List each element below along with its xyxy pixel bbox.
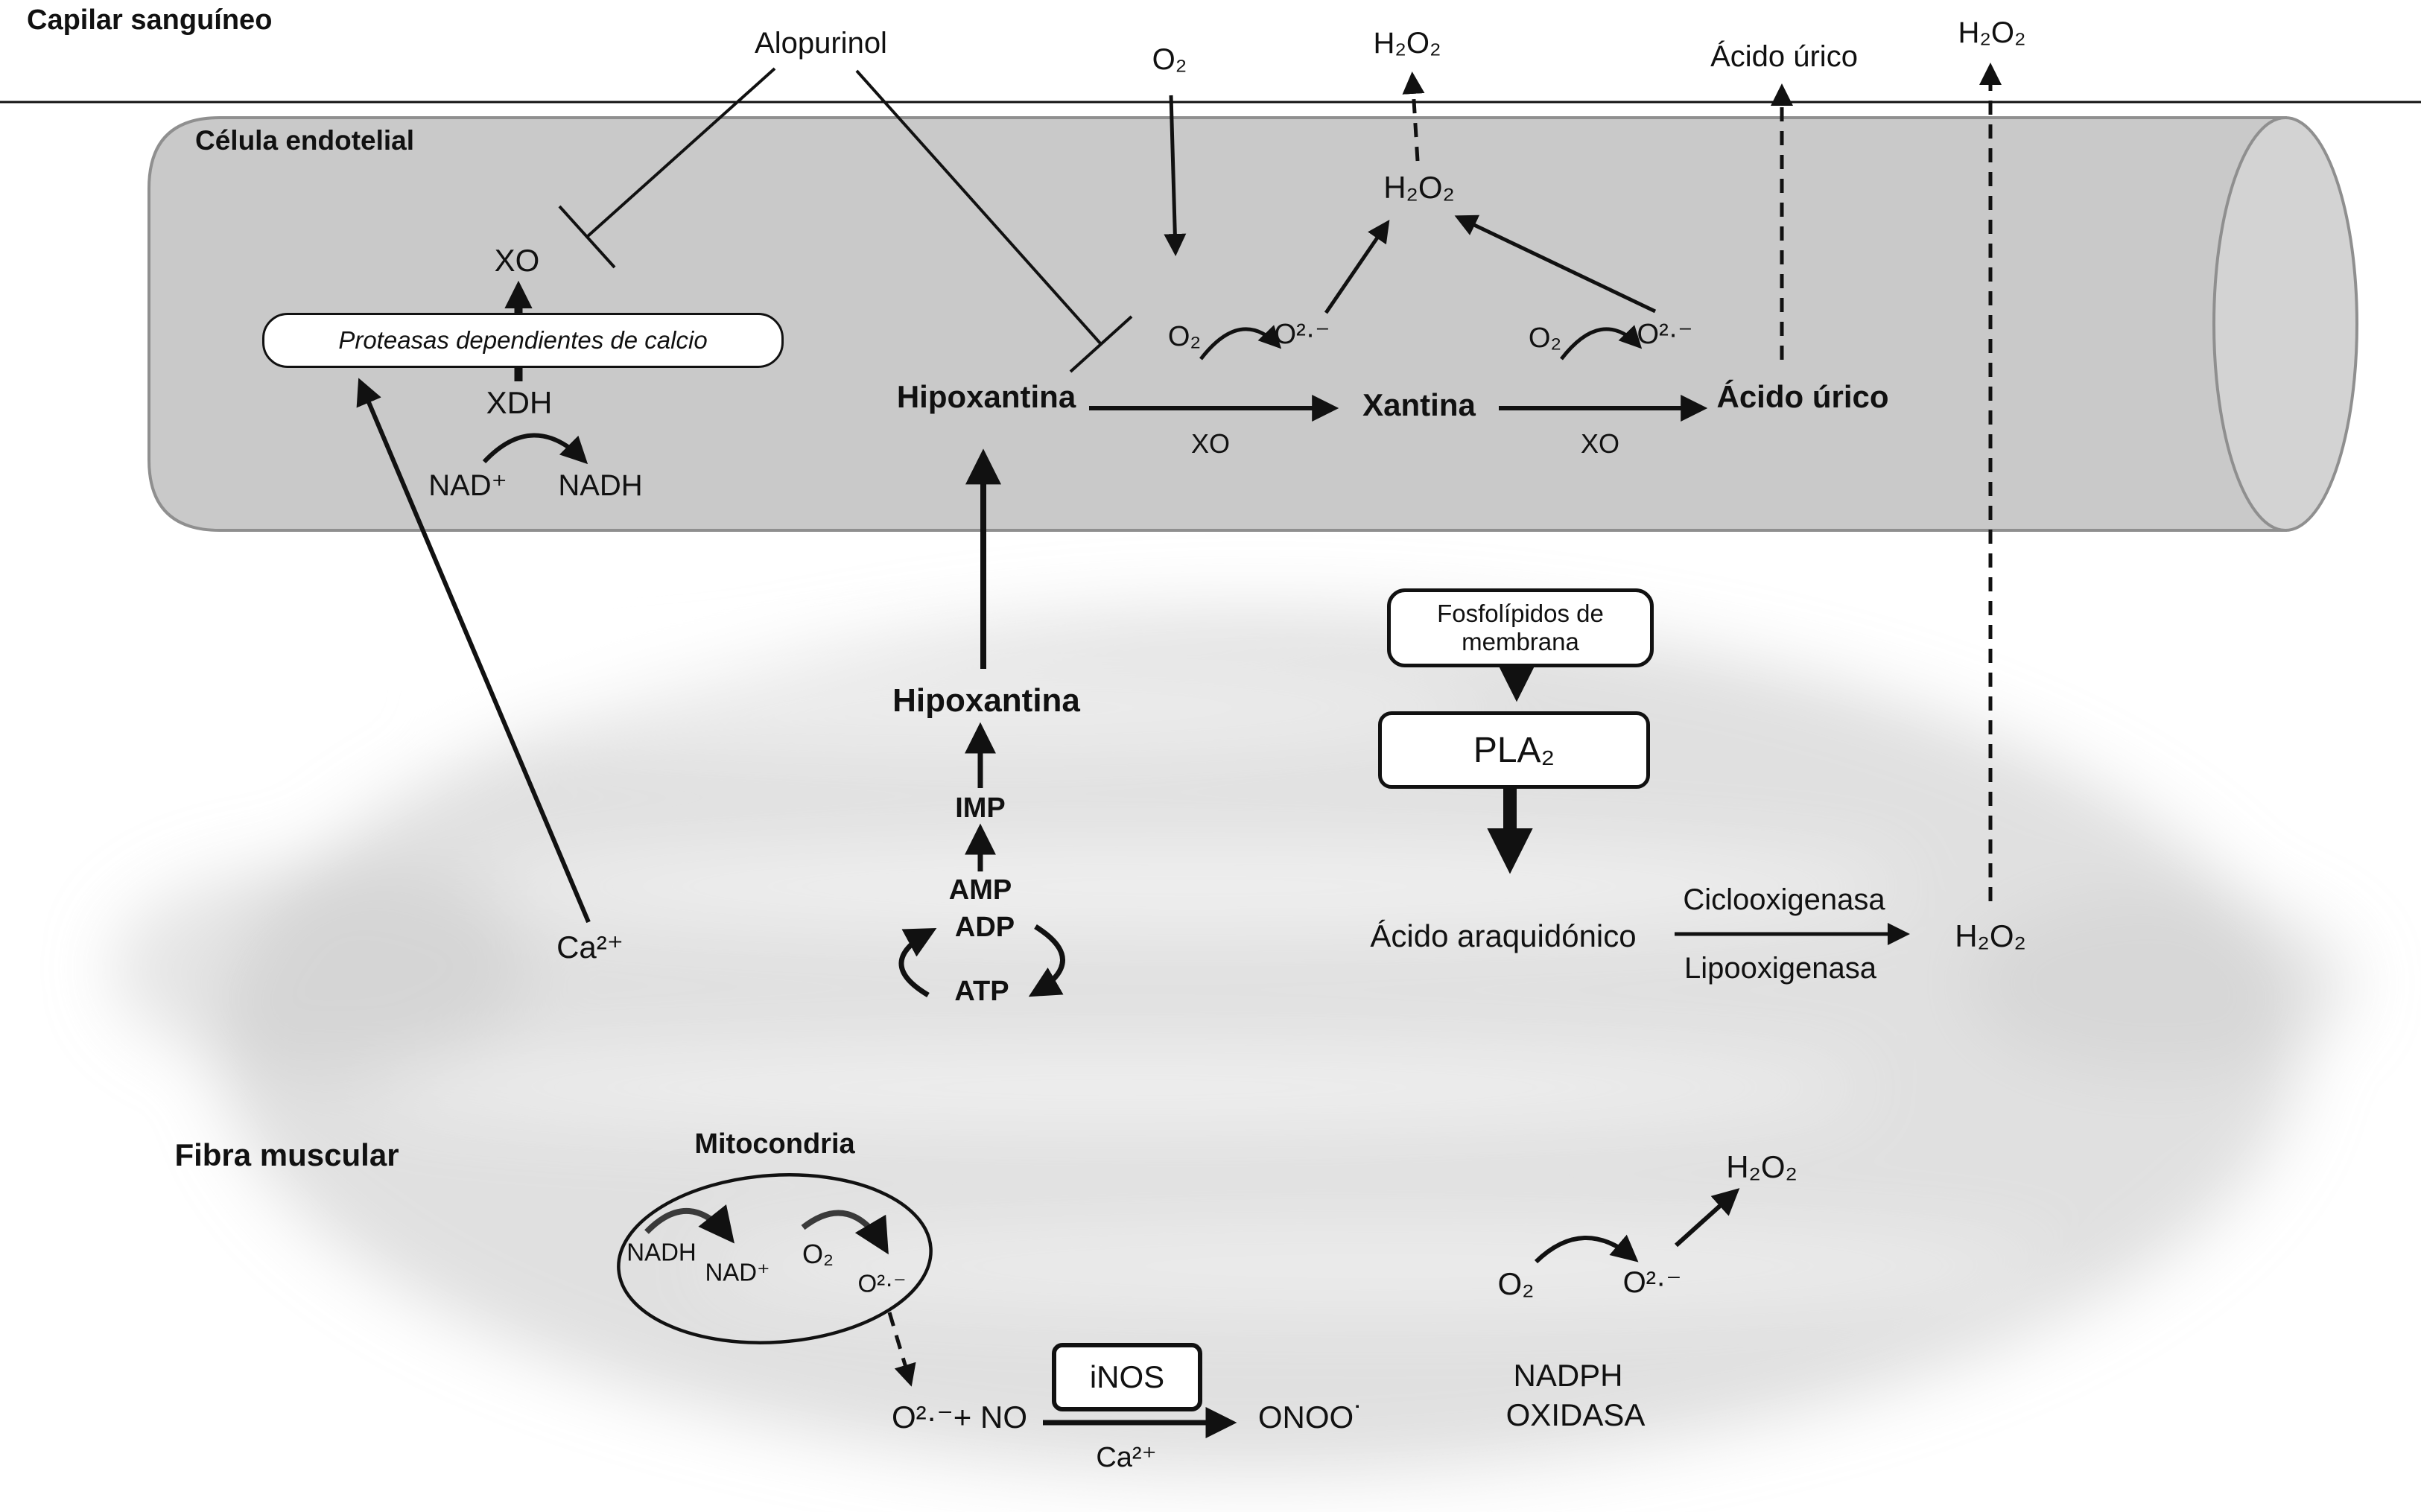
mito-superoxido-label: O²·⁻ — [857, 1269, 907, 1297]
xdh-label: XDH — [486, 384, 553, 420]
atp-label: ATP — [954, 976, 1009, 1008]
alopurinol-inhibit-reaction-line — [855, 69, 1102, 346]
capillary-title: Capilar sanguíneo — [27, 4, 273, 36]
nadph-o2-label: O₂ — [1497, 1265, 1535, 1301]
acido-urico-top-label: Ácido úrico — [1710, 40, 1858, 73]
arrows — [356, 63, 2002, 1438]
superoxido-reaction1-label: O²·⁻ — [1274, 319, 1330, 351]
ciclooxigenasa-label: Ciclooxigenasa — [1683, 883, 1885, 916]
nad-label: NAD⁺ — [428, 469, 507, 502]
proteasas-label: Proteasas dependientes de calcio — [338, 326, 708, 354]
o2-reaction2-label: O₂ — [1528, 323, 1562, 355]
xo2-label: XO — [1580, 428, 1620, 460]
nadph-h2o2-label: H₂O₂ — [1726, 1149, 1797, 1184]
h2o2-top-label: H₂O₂ — [1373, 27, 1441, 60]
mito-nadh-label: NADH — [626, 1238, 697, 1266]
o2-superoxido-arc-2 — [1560, 325, 1643, 360]
h2o2-top-right-label: H₂O₂ — [1958, 16, 2026, 49]
endothelial-cell-label: Célula endotelial — [195, 125, 415, 156]
superoxido-no-label: O²·⁻+ NO — [891, 1399, 1028, 1435]
alopurinol-inhibit-xo-bar — [558, 205, 616, 269]
lipooxigenasa-label: Lipooxigenasa — [1684, 952, 1876, 985]
nadh-label: NADH — [558, 469, 643, 502]
xantina-label: Xantina — [1362, 387, 1476, 422]
nadph-label-line1: NADPH — [1513, 1357, 1623, 1393]
inos-label: iNOS — [1089, 1359, 1165, 1394]
alopurinol-label: Alopurinol — [755, 27, 887, 60]
ca-label: Ca²⁺ — [556, 929, 624, 965]
h2o2-cell-label: H₂O₂ — [1383, 169, 1455, 205]
acido-urico-cell-label: Ácido úrico — [1716, 378, 1889, 414]
proteasas-box: Proteasas dependientes de calcio — [262, 313, 784, 368]
o2-top-label: O₂ — [1152, 43, 1187, 76]
fosfolipidos-label-line2: membrana — [1462, 628, 1579, 655]
inos-box: iNOS — [1052, 1343, 1202, 1411]
mitochondria-ellipse — [617, 1173, 933, 1344]
h2o2-mid-label: H₂O₂ — [1955, 918, 2026, 953]
mito-nadh-arc — [644, 1204, 734, 1244]
nadph-superoxido-to-h2o2-arrow — [1674, 1188, 1740, 1248]
xo-left-label: XO — [494, 242, 540, 278]
pla2-box: PLA₂ — [1378, 711, 1650, 789]
alopurinol-inhibit-reaction-bar — [1069, 315, 1133, 373]
muscle-fiber-shape — [112, 611, 2354, 1475]
acido-araquidonico-label: Ácido araquidónico — [1370, 918, 1637, 953]
o2-entry-arrow — [1164, 95, 1187, 256]
amp-label: AMP — [948, 874, 1012, 906]
hipoxantina-muscle-label: Hipoxantina — [892, 682, 1080, 719]
fosfolipidos-label-line1: Fosfolípidos de — [1437, 600, 1604, 627]
superoxido-reaction2-label: O²·⁻ — [1637, 319, 1693, 351]
adp-label: ADP — [954, 912, 1015, 944]
nadph-o2-arc — [1534, 1234, 1639, 1264]
atp-adp-cycle-left — [898, 928, 937, 998]
capillary-cylinder-cap — [2212, 116, 2358, 532]
hipoxantina-cell-label: Hipoxantina — [896, 378, 1076, 414]
ca-to-proteasas-arrow — [356, 378, 591, 924]
superoxido2-to-h2o2-arrow — [1454, 215, 1657, 314]
imp-label: IMP — [955, 792, 1006, 825]
capillary-cylinder — [147, 116, 2287, 532]
adp-atp-cycle-right — [1028, 924, 1065, 997]
fosfolipidos-box: Fosfolípidos de membrana — [1387, 588, 1654, 667]
pla2-label: PLA₂ — [1473, 730, 1555, 770]
o2-superoxido-arc-1 — [1199, 325, 1282, 360]
mito-o2-arc — [801, 1210, 889, 1255]
ca-bottom-label: Ca²⁺ — [1096, 1442, 1157, 1474]
mito-o2-label: O₂ — [802, 1239, 834, 1270]
xo1-label: XO — [1190, 428, 1231, 460]
onoo-label: ONOO˙ — [1257, 1399, 1365, 1435]
nadph-superoxido-label: O²·⁻ — [1622, 1266, 1682, 1299]
mito-superoxido-leak-arrow — [887, 1312, 916, 1387]
o2-reaction1-label: O₂ — [1167, 321, 1202, 353]
nad-to-nadh-arc — [482, 433, 588, 465]
mito-nad-label: NAD⁺ — [705, 1258, 770, 1286]
superoxido1-to-h2o2-arrow — [1324, 220, 1390, 314]
nadph-label-line2: OXIDASA — [1505, 1397, 1646, 1432]
mitocondria-label: Mitocondria — [694, 1128, 855, 1160]
alopurinol-inhibit-xo-line — [586, 67, 776, 238]
fibra-muscular-label: Fibra muscular — [174, 1137, 399, 1172]
